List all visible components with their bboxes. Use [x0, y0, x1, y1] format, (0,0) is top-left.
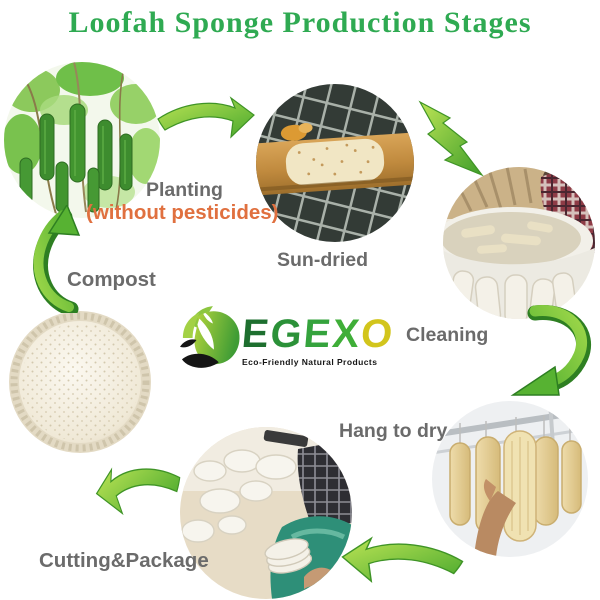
cutting-photo-illustration [180, 427, 352, 599]
arrow-planting-to-sundried-icon [157, 96, 255, 139]
stage-photo-sundried [256, 84, 414, 242]
arrow-sundried-to-cleaning-icon [418, 100, 484, 177]
cleaning-photo-illustration [443, 167, 595, 319]
logo-letter: X [330, 312, 364, 356]
label-compost: Compost [67, 268, 156, 291]
logo-letter: E [240, 312, 273, 356]
label-cleaning: Cleaning [406, 324, 489, 346]
arrow-cleaning-to-hangdry-icon [510, 305, 591, 396]
arrow-compost-to-planting-icon [33, 205, 81, 313]
label-without-pesticides: (without pesticides) [86, 201, 279, 224]
page-title: Loofah Sponge Production Stages [68, 6, 532, 39]
stage-photo-cleaning [443, 167, 595, 319]
label-hang-to-dry: Hang to dry [339, 420, 448, 442]
hangdry-photo-illustration [432, 401, 588, 557]
arrow-hangdry-to-cutting-icon [341, 536, 464, 583]
stage-photo-planting [4, 62, 160, 218]
logo-wordmark: EGEXO [240, 312, 413, 356]
label-cutting-package: Cutting&Package [39, 549, 209, 572]
stage-photo-cutting [180, 427, 352, 599]
compost-pad-illustration [9, 311, 151, 453]
planting-photo-illustration [4, 62, 160, 218]
stage-photo-compost-pad [8, 310, 152, 454]
logo-letter: G [268, 312, 306, 356]
arrow-cutting-to-compost-icon [95, 467, 181, 516]
logo-tagline: Eco-Friendly Natural Products [242, 357, 378, 367]
label-planting: Planting [146, 179, 223, 201]
logo-letter: E [301, 312, 335, 356]
leaf-swoosh-icon [180, 306, 240, 368]
stage-photo-hangdry [432, 401, 588, 557]
label-sundried: Sun-dried [277, 249, 368, 271]
logo-egexo: EGEXO Eco-Friendly Natural Products [240, 312, 413, 367]
logo-letter: O [359, 312, 397, 356]
sundried-photo-illustration [256, 84, 414, 242]
